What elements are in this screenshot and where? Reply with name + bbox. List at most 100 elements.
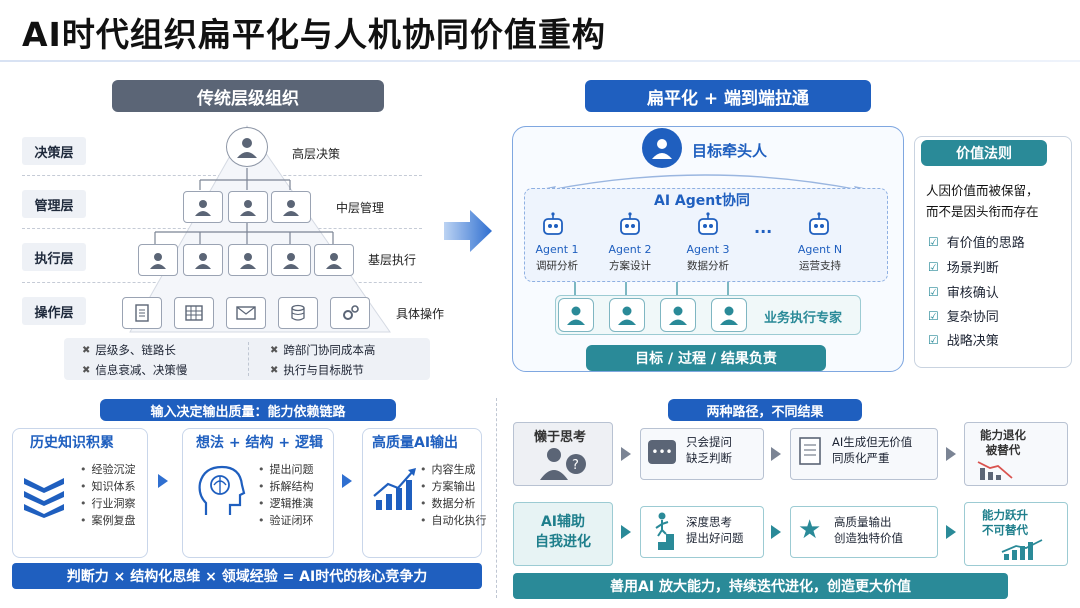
robot-icon	[617, 212, 643, 238]
arrow-right-icon	[946, 525, 956, 539]
value-item: ☑有价值的思路	[928, 234, 1025, 252]
person-icon	[271, 244, 311, 276]
agent-role: 方案设计	[609, 260, 651, 272]
expert-connectors	[574, 282, 729, 296]
arrow-right-icon	[621, 525, 631, 539]
arrow-right-icon	[771, 525, 781, 539]
value-item: ☑审核确认	[928, 284, 999, 302]
person-icon	[228, 244, 268, 276]
document-icon	[799, 437, 821, 465]
layer-desc-decision: 高层决策	[292, 147, 341, 161]
star-icon: ★	[798, 515, 822, 545]
agent-collab-title: AI Agent协同	[654, 193, 750, 209]
problems-divider	[248, 342, 249, 376]
path-a-step-text: AI生成但无价值 同质化严重	[832, 435, 913, 465]
problem-item: ✖信息衰减、决策慢	[82, 363, 188, 377]
card-title: 历史知识积累	[30, 435, 114, 451]
robot-icon	[695, 212, 721, 238]
leader-person-icon	[642, 128, 682, 168]
layer-label-management: 管理层	[22, 190, 86, 218]
expert-person-icon	[660, 298, 696, 332]
layer-label-operation: 操作层	[22, 297, 86, 325]
person-icon	[314, 244, 354, 276]
ai-amplify-bar: 善用AI 放大能力，持续迭代进化，创造更大价值	[513, 573, 1008, 599]
value-rule-statement: 人因价值而被保留，	[926, 183, 1039, 198]
card-title: 想法 + 结构 + 逻辑	[196, 435, 323, 451]
expert-person-icon	[711, 298, 747, 332]
value-item: ☑复杂协同	[928, 308, 999, 326]
document-icon	[122, 297, 162, 329]
agent-name: Agent 3	[686, 243, 730, 256]
agent-name: Agent 2	[608, 243, 652, 256]
traditional-org-header: 传统层级组织	[112, 80, 384, 112]
stairs-climb-icon	[650, 512, 674, 550]
two-paths-header: 两种路径，不同结果	[668, 399, 862, 421]
gear-icon	[330, 297, 370, 329]
problems-box	[64, 338, 430, 380]
checkbox-icon: ☑	[928, 332, 939, 347]
checkbox-icon: ☑	[928, 308, 939, 323]
stack-icon	[24, 478, 64, 518]
agent-ellipsis: ...	[754, 218, 773, 237]
layer-desc-operation: 具体操作	[396, 307, 445, 321]
layer-desc-management: 中层管理	[336, 201, 385, 215]
path-b-step-text: 高质量输出 创造独特价值	[834, 515, 903, 545]
brain-head-icon	[198, 465, 246, 515]
x-circle-icon: ✖	[270, 344, 279, 356]
agent-collab-box	[524, 188, 888, 282]
ai-assist-box	[513, 502, 613, 566]
problem-item: ✖执行与目标脱节	[270, 363, 364, 377]
question-person-icon: ?	[540, 448, 586, 480]
robot-icon	[806, 212, 832, 238]
transition-arrow-icon	[444, 210, 492, 252]
person-icon	[226, 127, 268, 167]
checkbox-icon: ☑	[928, 284, 939, 299]
svg-text:?: ?	[572, 458, 579, 473]
arrow-right-icon	[342, 474, 352, 488]
person-icon	[183, 244, 223, 276]
experts-label: 业务执行专家	[764, 311, 843, 326]
path-b-step	[790, 506, 938, 558]
growth-chart-icon	[373, 468, 416, 510]
hierarchy-pyramid	[129, 125, 391, 333]
problem-item: ✖层级多、链路长	[82, 343, 176, 357]
flat-org-header: 扁平化 + 端到端拉通	[585, 80, 871, 112]
person-icon	[183, 191, 223, 223]
path-a-end-text: 能力退化 被替代	[980, 428, 1026, 457]
x-circle-icon: ✖	[82, 364, 91, 376]
value-item: ☑战略决策	[928, 332, 999, 350]
checkbox-icon: ☑	[928, 259, 939, 274]
person-icon	[228, 191, 268, 223]
problem-item: ✖跨部门协同成本高	[270, 343, 376, 357]
arrow-right-icon	[946, 447, 956, 461]
arrow-right-icon	[158, 474, 168, 488]
card-title: 高质量AI输出	[372, 435, 459, 451]
value-item: ☑场景判断	[928, 259, 999, 277]
value-rule-statement: 而不是因头衔而存在	[926, 204, 1039, 219]
responsibility-bar: 目标 / 过程 / 结果负责	[586, 345, 826, 371]
value-rule-panel	[914, 136, 1072, 368]
capability-chain-header: 输入决定输出质量：能力依赖链路	[100, 399, 396, 421]
arrow-right-icon	[771, 447, 781, 461]
title-divider	[0, 60, 1080, 62]
path-a-start: 懒于思考	[534, 430, 587, 445]
x-circle-icon: ✖	[270, 364, 279, 376]
expert-person-icon	[609, 298, 645, 332]
section-divider	[496, 398, 497, 598]
agent-name: Agent 1	[535, 243, 579, 256]
thinking-list: 提出问题 拆解结构 逻辑推演 验证闭环	[258, 461, 314, 529]
robot-icon	[540, 212, 566, 238]
layer-label-decision: 决策层	[22, 137, 86, 165]
path-a-step-text: 只会提问 缺乏判断	[686, 435, 732, 465]
person-icon	[271, 191, 311, 223]
leader-label: 目标牵头人	[692, 142, 768, 160]
agent-name: Agent N	[797, 243, 843, 256]
path-b-end-text: 能力跃升 不可替代	[982, 508, 1028, 537]
experts-row	[555, 295, 861, 335]
core-competency-bar: 判断力 × 结构化思维 × 领域经验 = AI时代的核心竞争力	[12, 563, 482, 589]
arrow-right-icon	[621, 447, 631, 461]
x-circle-icon: ✖	[82, 344, 91, 356]
growth-chart-icon	[1001, 539, 1043, 560]
agent-role: 调研分析	[536, 260, 578, 272]
chat-bubble-icon: •••	[648, 440, 676, 464]
